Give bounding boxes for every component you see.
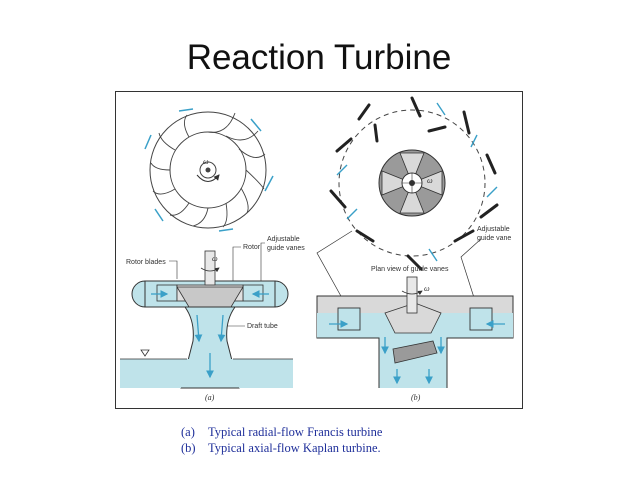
runner-blades xyxy=(150,112,266,228)
caption-a: (a) Typical radial-flow Francis turbine xyxy=(181,424,382,440)
omega-label-a-plan: ω xyxy=(203,157,209,166)
slide-title: Reaction Turbine xyxy=(186,38,452,77)
plan-view-label: Plan view of guide vanes xyxy=(371,266,449,273)
figure-captions: (a) Typical radial-flow Francis turbine (… xyxy=(181,424,382,456)
plan-flow-arrows-a xyxy=(144,108,274,232)
adjustable-guide-vanes-label-1: Adjustable xyxy=(267,236,300,243)
panel-a-label: (a) xyxy=(205,393,215,402)
water-level-marker xyxy=(140,349,150,357)
panel-b-label: (b) xyxy=(411,393,421,402)
rotor-leader xyxy=(232,246,241,286)
turbine-diagram: ω Rotor blades Rotor Adjustable guide va… xyxy=(115,91,523,409)
omega-label-b-plan: ω xyxy=(427,176,433,185)
kaplan-guide-vanes-plan: ω xyxy=(329,96,499,271)
kaplan-section: ω xyxy=(316,276,514,388)
caption-b-text: Typical axial-flow Kaplan turbine. xyxy=(208,441,381,455)
adjustable-guide-vane-label-2: guide vane xyxy=(477,235,511,242)
caption-a-tag: (a) xyxy=(181,425,195,439)
runner-hub-blades xyxy=(381,152,443,214)
plan-to-section-leader-left xyxy=(316,230,353,308)
turbine-figure: ω Rotor blades Rotor Adjustable guide va… xyxy=(115,91,523,409)
francis-runner-plan: ω xyxy=(144,108,274,232)
rotor-blades-leader xyxy=(169,260,178,279)
rotor-blades-label: Rotor blades xyxy=(126,259,166,266)
guide-vane-blades xyxy=(329,96,499,271)
caption-b-tag: (b) xyxy=(181,441,196,455)
rotor-label: Rotor xyxy=(243,244,261,251)
plan-flow-arrows-b xyxy=(336,102,498,262)
francis-section: ω xyxy=(120,250,293,389)
guide-vanes-leader xyxy=(260,242,265,281)
caption-a-text: Typical radial-flow Francis turbine xyxy=(208,425,383,439)
adjustable-guide-vanes-label-2: guide vanes xyxy=(267,245,305,252)
omega-label-a-section: ω xyxy=(212,254,218,263)
caption-b: (b) Typical axial-flow Kaplan turbine. xyxy=(181,440,382,456)
adjustable-guide-vane-label-1: Adjustable xyxy=(477,226,510,233)
omega-label-b-section: ω xyxy=(424,284,430,293)
kaplan-propeller-blade xyxy=(392,340,438,364)
plan-to-section-leader-right xyxy=(460,238,482,308)
draft-tube-label: Draft tube xyxy=(247,323,278,330)
